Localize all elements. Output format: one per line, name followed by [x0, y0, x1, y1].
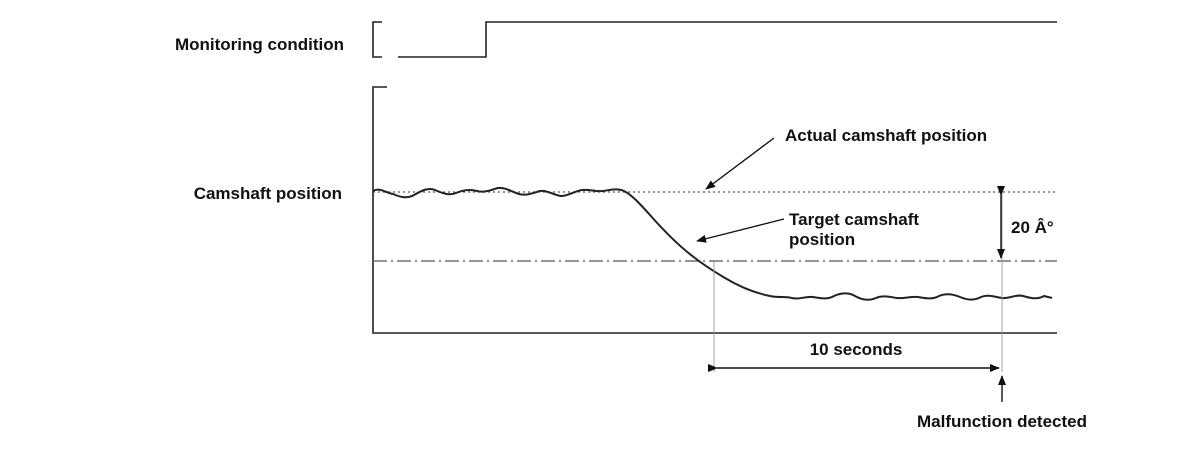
camshaft-axes — [372, 86, 1057, 334]
target-position-callout-label: Target camshaft position — [789, 210, 924, 249]
monitoring-condition-signal — [398, 21, 1057, 58]
monitoring-axis-bracket — [372, 21, 382, 58]
malfunction-detected-label: Malfunction detected — [917, 412, 1087, 431]
target-position-curve — [372, 186, 1053, 301]
actual-position-callout-label: Actual camshaft position — [785, 126, 987, 145]
duration-label: 10 seconds — [810, 340, 903, 359]
camshaft-position-label: Camshaft position — [194, 184, 342, 203]
actual-position-leader-arrow — [705, 137, 775, 190]
target-position-leader-arrow — [696, 218, 785, 243]
monitoring-condition-label: Monitoring condition — [175, 35, 344, 54]
degree-dimension-label: 20 Â° — [1011, 218, 1054, 237]
